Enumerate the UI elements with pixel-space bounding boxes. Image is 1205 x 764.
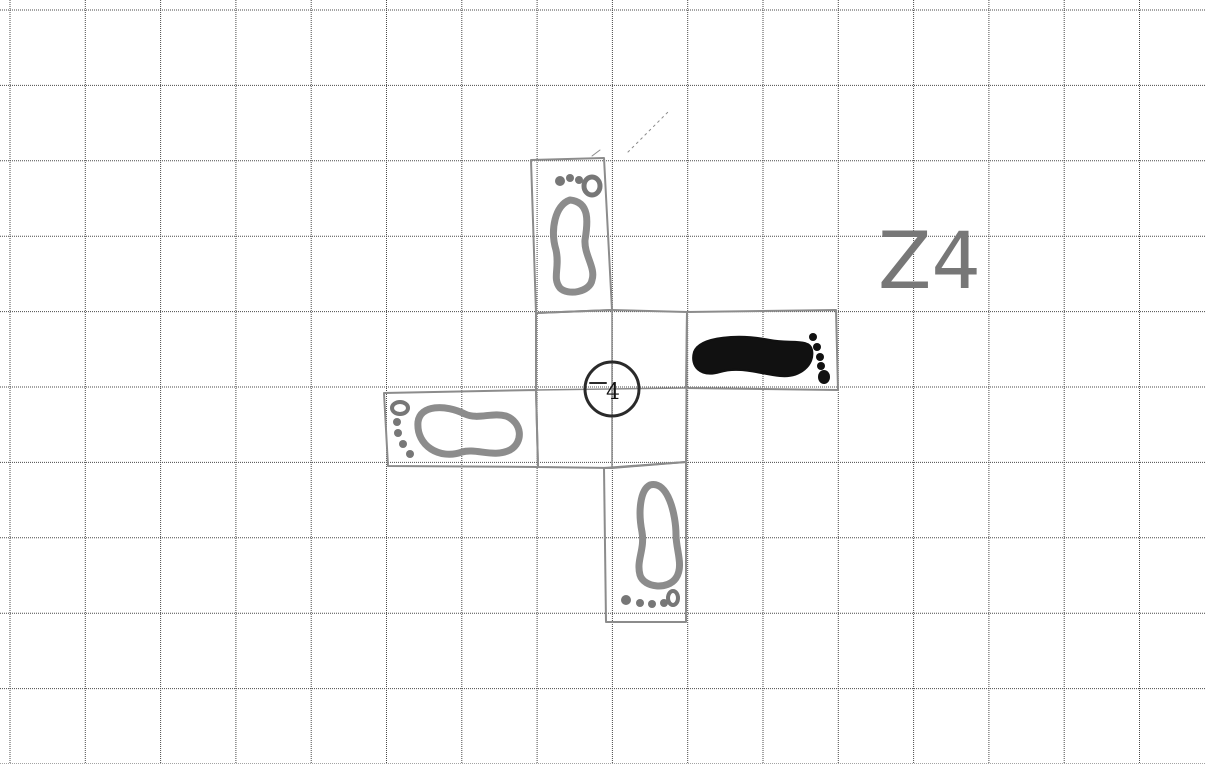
left-foot-outline-icon bbox=[621, 485, 680, 608]
right-foot-filled-icon bbox=[693, 333, 830, 384]
left-foot-outline-icon bbox=[554, 174, 600, 292]
left-foot-outline-icon bbox=[392, 402, 519, 458]
center-marker-label: 4 bbox=[606, 380, 620, 405]
handwritten-label: Z4 bbox=[878, 217, 981, 307]
